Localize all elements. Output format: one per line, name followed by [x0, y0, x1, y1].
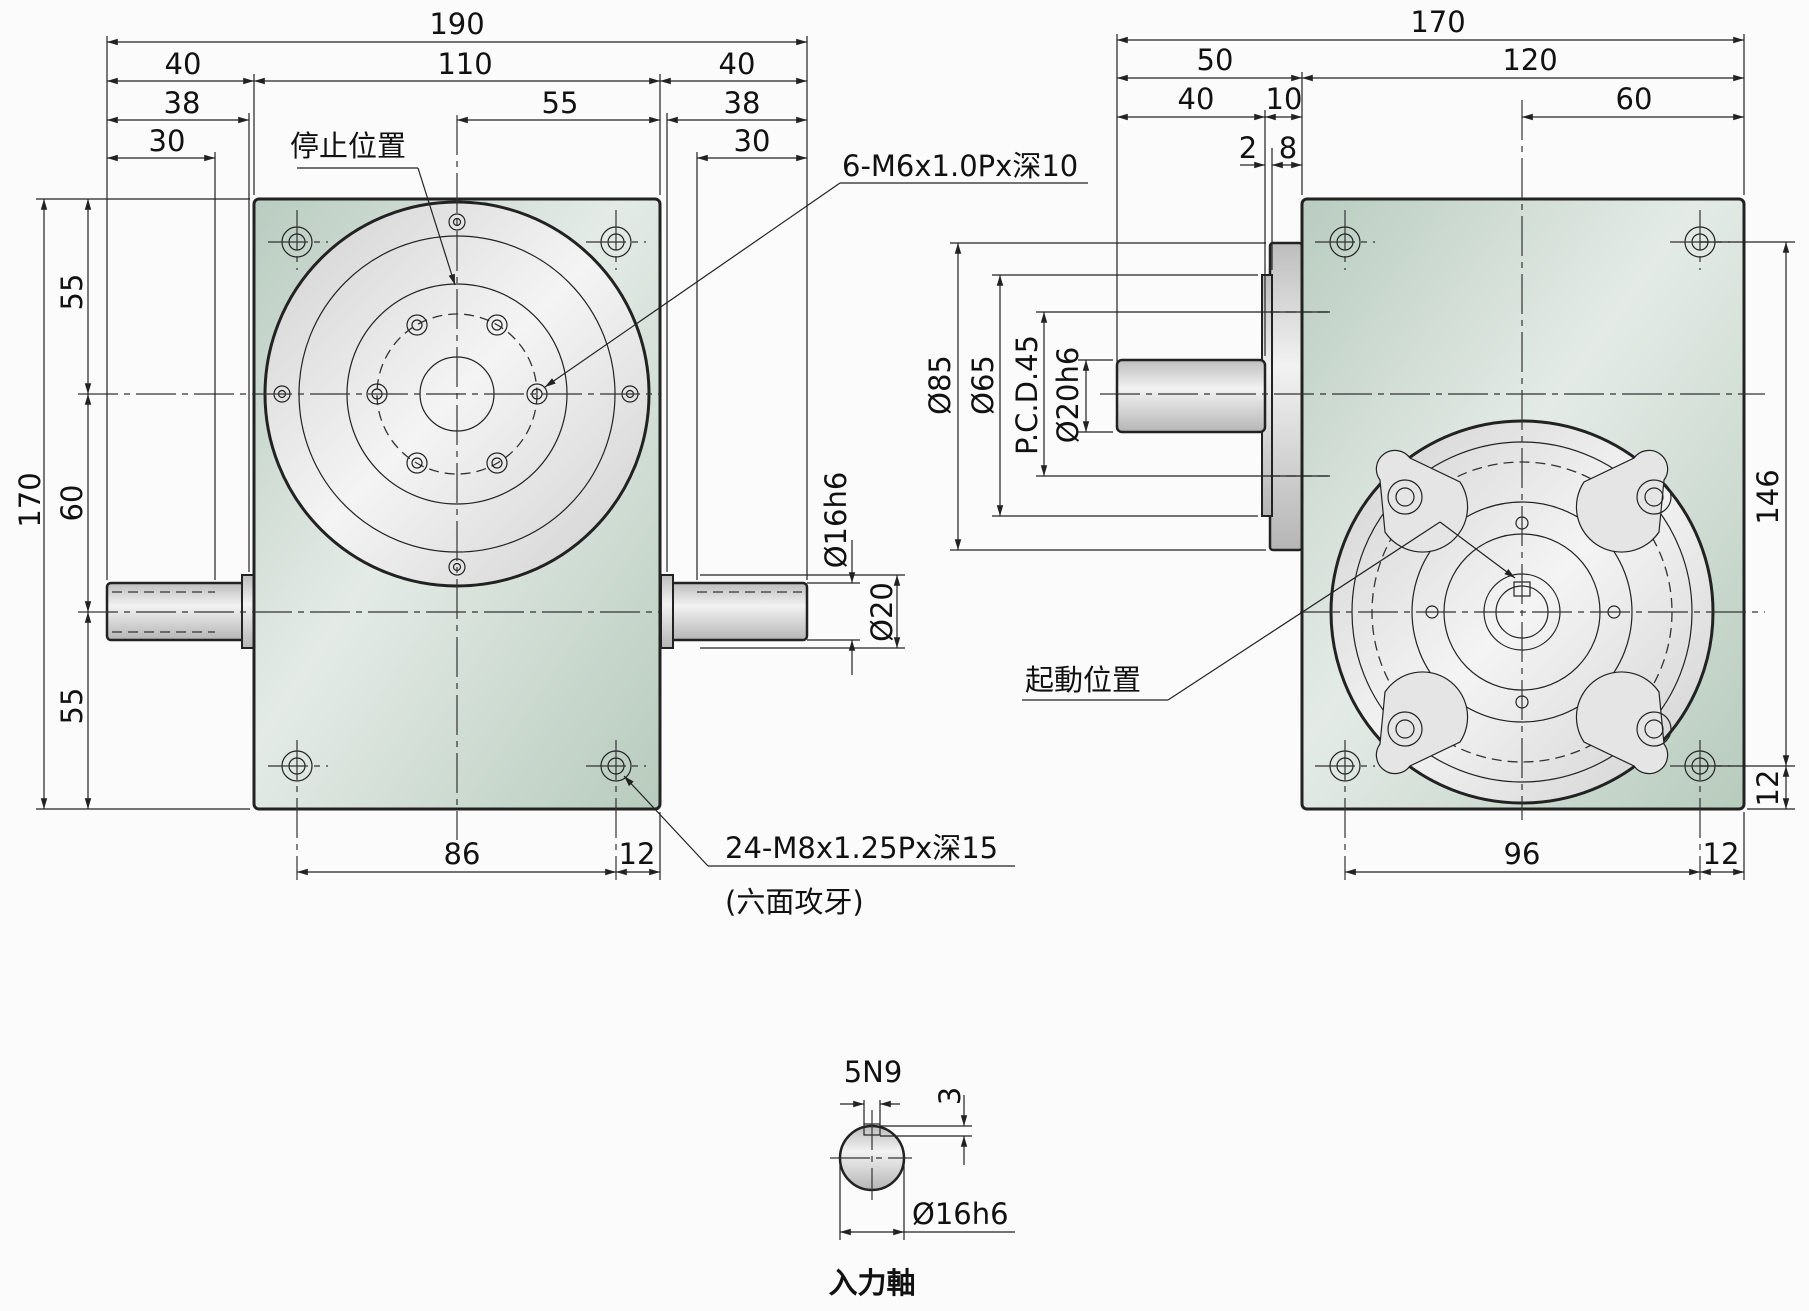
- dim-12-front: 12: [619, 837, 656, 871]
- dim-55: 55: [542, 86, 579, 120]
- dim-30-left: 30: [149, 124, 186, 158]
- dim-55-lower: 55: [55, 688, 89, 725]
- input-shaft-detail: 5N9 3 Ø16h6 入力軸: [828, 1055, 1015, 1300]
- front-top-dimensions: [106, 36, 808, 580]
- side-top-dimensions: [1116, 34, 1745, 430]
- dim-8: 8: [1279, 131, 1297, 165]
- dim-dia-85: Ø85: [923, 355, 957, 415]
- side-bottom-dimensions: [1345, 812, 1745, 880]
- input-key-depth: 3: [933, 1087, 967, 1105]
- input-shaft-dia: Ø16h6: [912, 1197, 1009, 1231]
- dim-30-right: 30: [734, 124, 771, 158]
- dim-50: 50: [1197, 43, 1234, 77]
- side-left-dimensions: [950, 242, 1330, 551]
- side-right-dimensions: [1700, 241, 1795, 810]
- dim-40-left: 40: [165, 47, 202, 81]
- dim-12-side-bottom: 12: [1703, 837, 1740, 871]
- side-flange: [1268, 241, 1304, 552]
- dim-dia-20h6: Ø20h6: [1051, 347, 1085, 444]
- dim-170-left: 170: [13, 472, 47, 527]
- dim-38-right: 38: [724, 86, 761, 120]
- dim-40-right: 40: [719, 47, 756, 81]
- dim-2: 2: [1239, 131, 1257, 165]
- dim-60-side: 60: [1616, 82, 1653, 116]
- dim-dia-65: Ø65: [966, 355, 1000, 415]
- dim-shaft-dia: Ø16h6: [819, 472, 853, 569]
- dim-96: 96: [1504, 837, 1541, 871]
- front-left-dimensions: [36, 198, 250, 810]
- dim-pcd-45: P.C.D.45: [1010, 335, 1044, 455]
- front-view: 190 40 110 40 38 55 38 30 30 170 55 60 5…: [13, 7, 1088, 919]
- front-bottom-dimensions: [297, 812, 661, 880]
- dim-40-side: 40: [1178, 82, 1215, 116]
- dim-190: 190: [429, 7, 484, 41]
- dim-146: 146: [1751, 469, 1785, 524]
- body-tap-note: (六面攻牙): [725, 885, 864, 919]
- front-shaft-dimensions: [700, 540, 905, 675]
- input-key-width: 5N9: [844, 1055, 903, 1089]
- dim-86: 86: [444, 837, 481, 871]
- dim-55-upper: 55: [55, 274, 89, 311]
- side-clamp-slots: [1375, 449, 1672, 775]
- side-view: 170 50 120 40 10 60 2 8 Ø85 Ø65 P.C.D.45…: [923, 5, 1795, 880]
- side-output-shaft: [1115, 358, 1267, 434]
- dim-12-right: 12: [1751, 770, 1785, 807]
- dim-hub-dia: Ø20: [865, 582, 899, 642]
- start-position-label: 起動位置: [1025, 663, 1141, 697]
- stop-position-label: 停止位置: [290, 129, 406, 163]
- top-tap-label: 6-M6x1.0Px深10: [842, 149, 1078, 183]
- dim-110: 110: [437, 47, 492, 81]
- dim-38-left: 38: [164, 86, 201, 120]
- right-shaft-collar: [660, 574, 674, 649]
- dim-170-side: 170: [1410, 5, 1465, 39]
- dim-10: 10: [1266, 82, 1303, 116]
- dim-60: 60: [55, 485, 89, 522]
- dim-120: 120: [1502, 43, 1557, 77]
- body-tap-label: 24-M8x1.25Px深15: [725, 831, 998, 865]
- input-shaft-title: 入力軸: [828, 1266, 915, 1300]
